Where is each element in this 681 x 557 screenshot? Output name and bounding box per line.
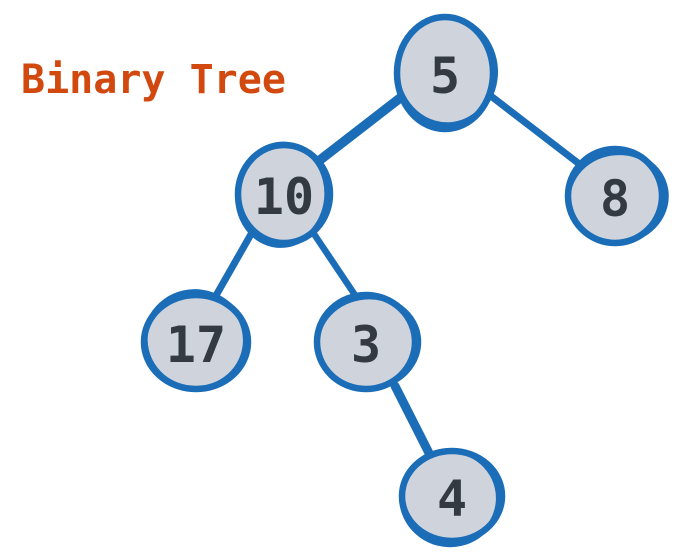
tree-node-10: 10	[234, 141, 334, 248]
node-circle-sketch-stroke	[565, 150, 669, 245]
tree-node-4: 4	[398, 447, 506, 548]
node-circle-sketch-stroke	[314, 294, 422, 391]
tree-edge-10-3	[308, 227, 361, 302]
tree-node-3: 3	[313, 291, 422, 393]
node-value: 17	[166, 316, 226, 374]
node-value: 10	[254, 168, 314, 226]
node-circle-sketch-stroke	[398, 448, 501, 548]
node-circle-sketch-stroke	[234, 141, 329, 248]
tree-edge-5-8	[483, 89, 582, 167]
tree-edge-3-4	[390, 381, 436, 462]
node-circle-sketch-stroke	[394, 14, 499, 127]
node-value: 4	[437, 470, 467, 528]
node-value: 5	[430, 47, 460, 105]
node-value: 8	[600, 170, 630, 228]
tree-edge-5-10	[315, 90, 409, 165]
tree-edge-10-17	[210, 225, 258, 303]
node-circle-sketch-stroke	[143, 289, 248, 391]
node-value: 3	[351, 316, 381, 374]
tree-node-5: 5	[393, 13, 499, 133]
tree-node-17: 17	[140, 289, 252, 393]
diagram-title: Binary Tree	[21, 57, 286, 103]
tree-node-8: 8	[564, 145, 669, 247]
